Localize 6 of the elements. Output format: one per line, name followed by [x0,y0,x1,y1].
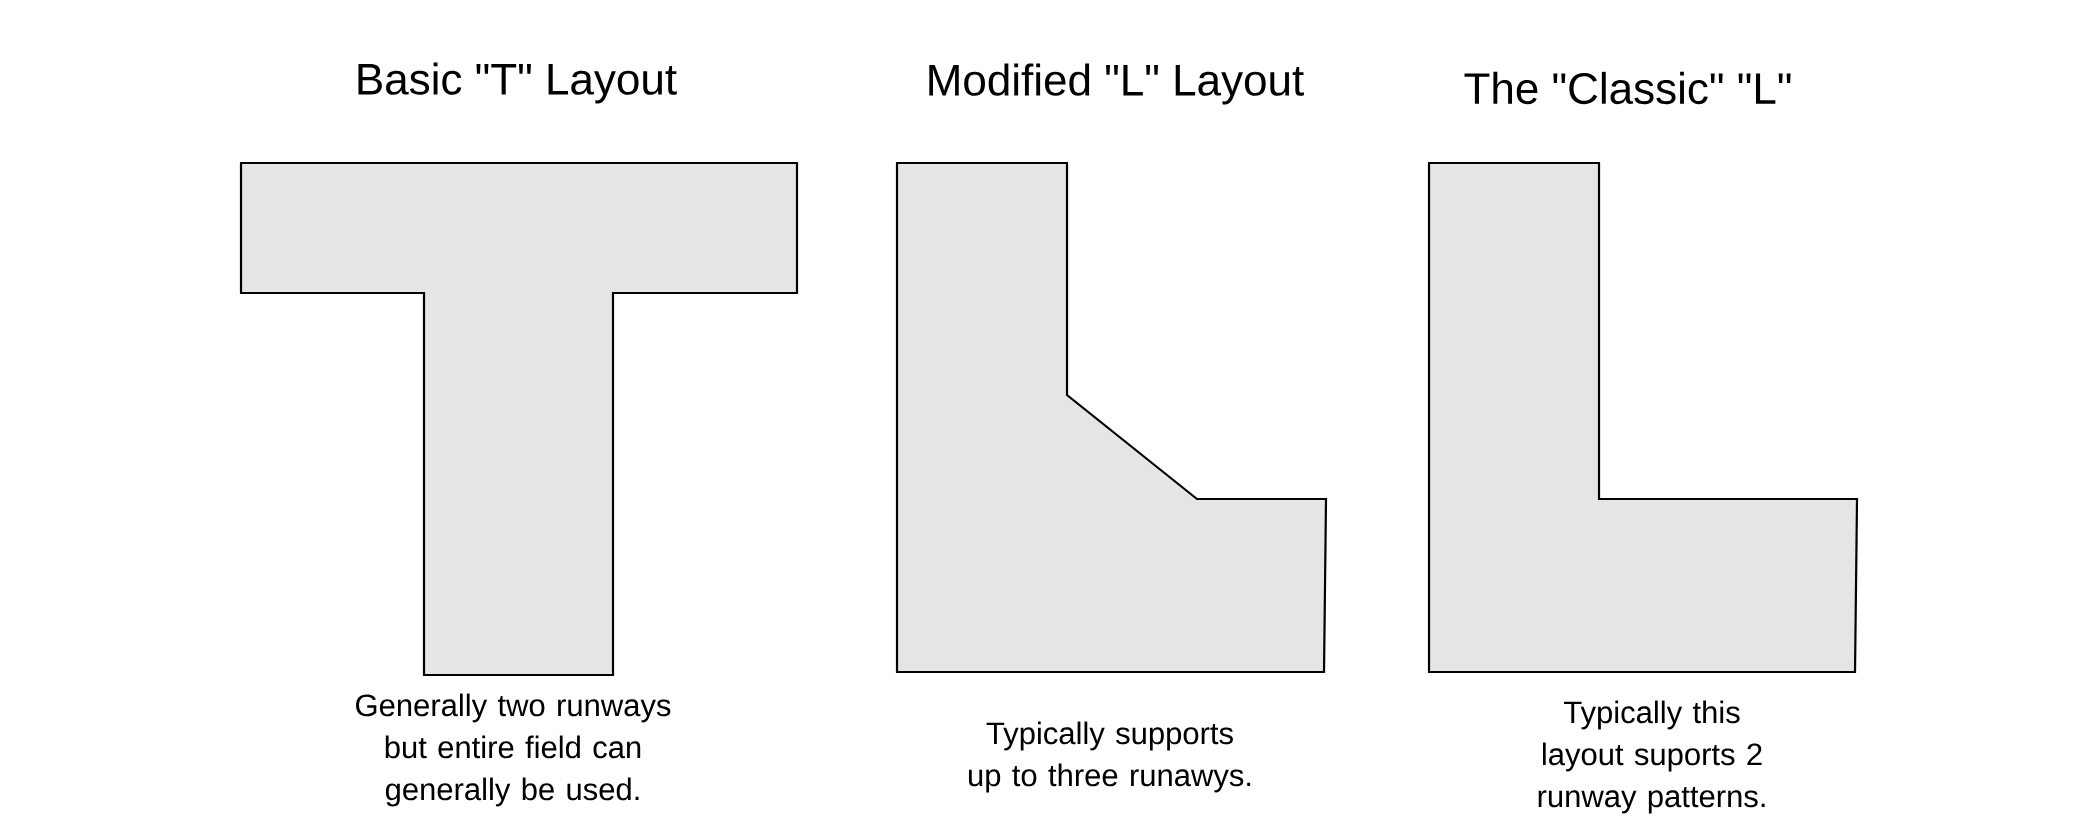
description-text: Typically this layout suports 2 runway patterns. [1538,700,1765,814]
layout-title: Basic "T" Layout [358,62,677,104]
description-text: Typically supports up to three runawys. [969,721,1251,793]
layout-title: Modified "L" Layout [929,63,1304,105]
layout-title: The "Classic" "L" [1464,71,1791,105]
description-text: Generally two runways but entire field can generally be used. [356,693,671,807]
